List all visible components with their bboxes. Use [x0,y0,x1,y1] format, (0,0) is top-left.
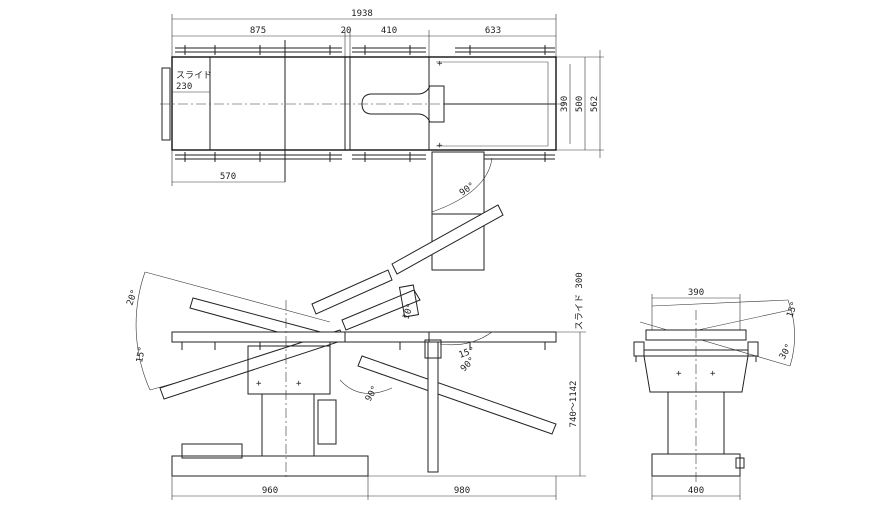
leg-angle-arc [439,331,493,346]
overall-length-label: 1938 [351,9,373,19]
end-mark-left: + [676,369,682,379]
end-view: 390 15° 30° + + 400 [633,288,800,500]
end-left-rail-clamp [633,341,645,357]
rotated-leg-plate [431,151,485,271]
leg-section-vertical [427,341,439,473]
main-table-pegs [181,342,546,350]
angle-right-down-label: 90° [364,384,381,403]
leg-section-tilt-down [357,355,557,435]
slide-label: スライド [176,70,212,81]
raised-back-section-a [311,269,393,315]
base-right-label: 980 [454,486,470,496]
base-control-box [181,443,243,459]
leg-drop-arc [339,379,393,394]
column-mark-left: + [256,379,262,389]
end-tilt-line-c [639,321,791,367]
end-right-rail-clamp [747,341,759,357]
main-table-top [171,331,557,343]
width-500-label: 500 [575,96,585,112]
raised-back-section-b [391,204,504,275]
end-base-width-label: 400 [688,486,704,496]
end-column-housing [643,355,749,393]
slide-value: 230 [176,82,192,92]
perineal-cutout [361,85,445,123]
angle-left-label: 15° [135,346,148,364]
segment-2-label: 20 [341,26,352,36]
bottom-570-label: 570 [220,172,236,182]
height-range-label: 740～1142 [569,381,579,428]
tilt-right-up-label: 15° [785,300,800,319]
raised-back-section-c [341,289,421,331]
end-top-width-label: 390 [688,288,704,298]
segment-1-label: 875 [250,26,266,36]
width-562-label: 562 [590,96,600,112]
vertical-slide-label: スライド 300 [574,272,585,330]
leg-hinge-block [424,339,442,359]
column-mark-right: + [296,379,302,389]
segment-3-label: 410 [381,26,397,36]
angle-top-left-label: 20° [125,288,140,307]
inner-width-label: 390 [560,96,570,112]
end-tilt-arc [787,299,795,367]
end-base-knob [735,457,745,469]
back-hinge-block [398,284,420,318]
top-view: 1938 875 20 410 633 [160,9,604,271]
segment-4-label: 633 [485,26,501,36]
rotation-arc [431,157,493,213]
base-left-label: 960 [262,486,278,496]
angle-arc-left [135,271,151,391]
base-plate [171,455,369,477]
end-tilt-line-a [651,299,789,307]
end-mark-right: + [710,369,716,379]
center-mark-top: + [437,59,443,69]
tilt-line-up [144,271,331,323]
column-body [261,393,315,457]
side-view: 20° 15° 10° 15° 90° 90° [125,204,586,500]
column-side-box [317,399,337,445]
